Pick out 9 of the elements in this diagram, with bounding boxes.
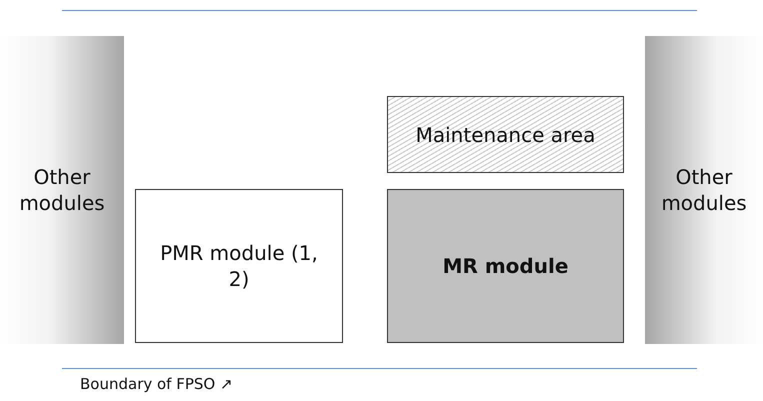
node-label: MR module (442, 253, 568, 279)
boundary-label: Boundary of FPSO ↗ (80, 375, 233, 393)
node-label: PMR module (1, 2) (159, 240, 319, 292)
node-label: Maintenance area (416, 122, 596, 148)
module-box (135, 189, 343, 343)
area-box (387, 96, 624, 173)
module-box (387, 189, 624, 343)
node-label: Other modules (18, 164, 106, 216)
node-label: Other modules (660, 164, 748, 216)
